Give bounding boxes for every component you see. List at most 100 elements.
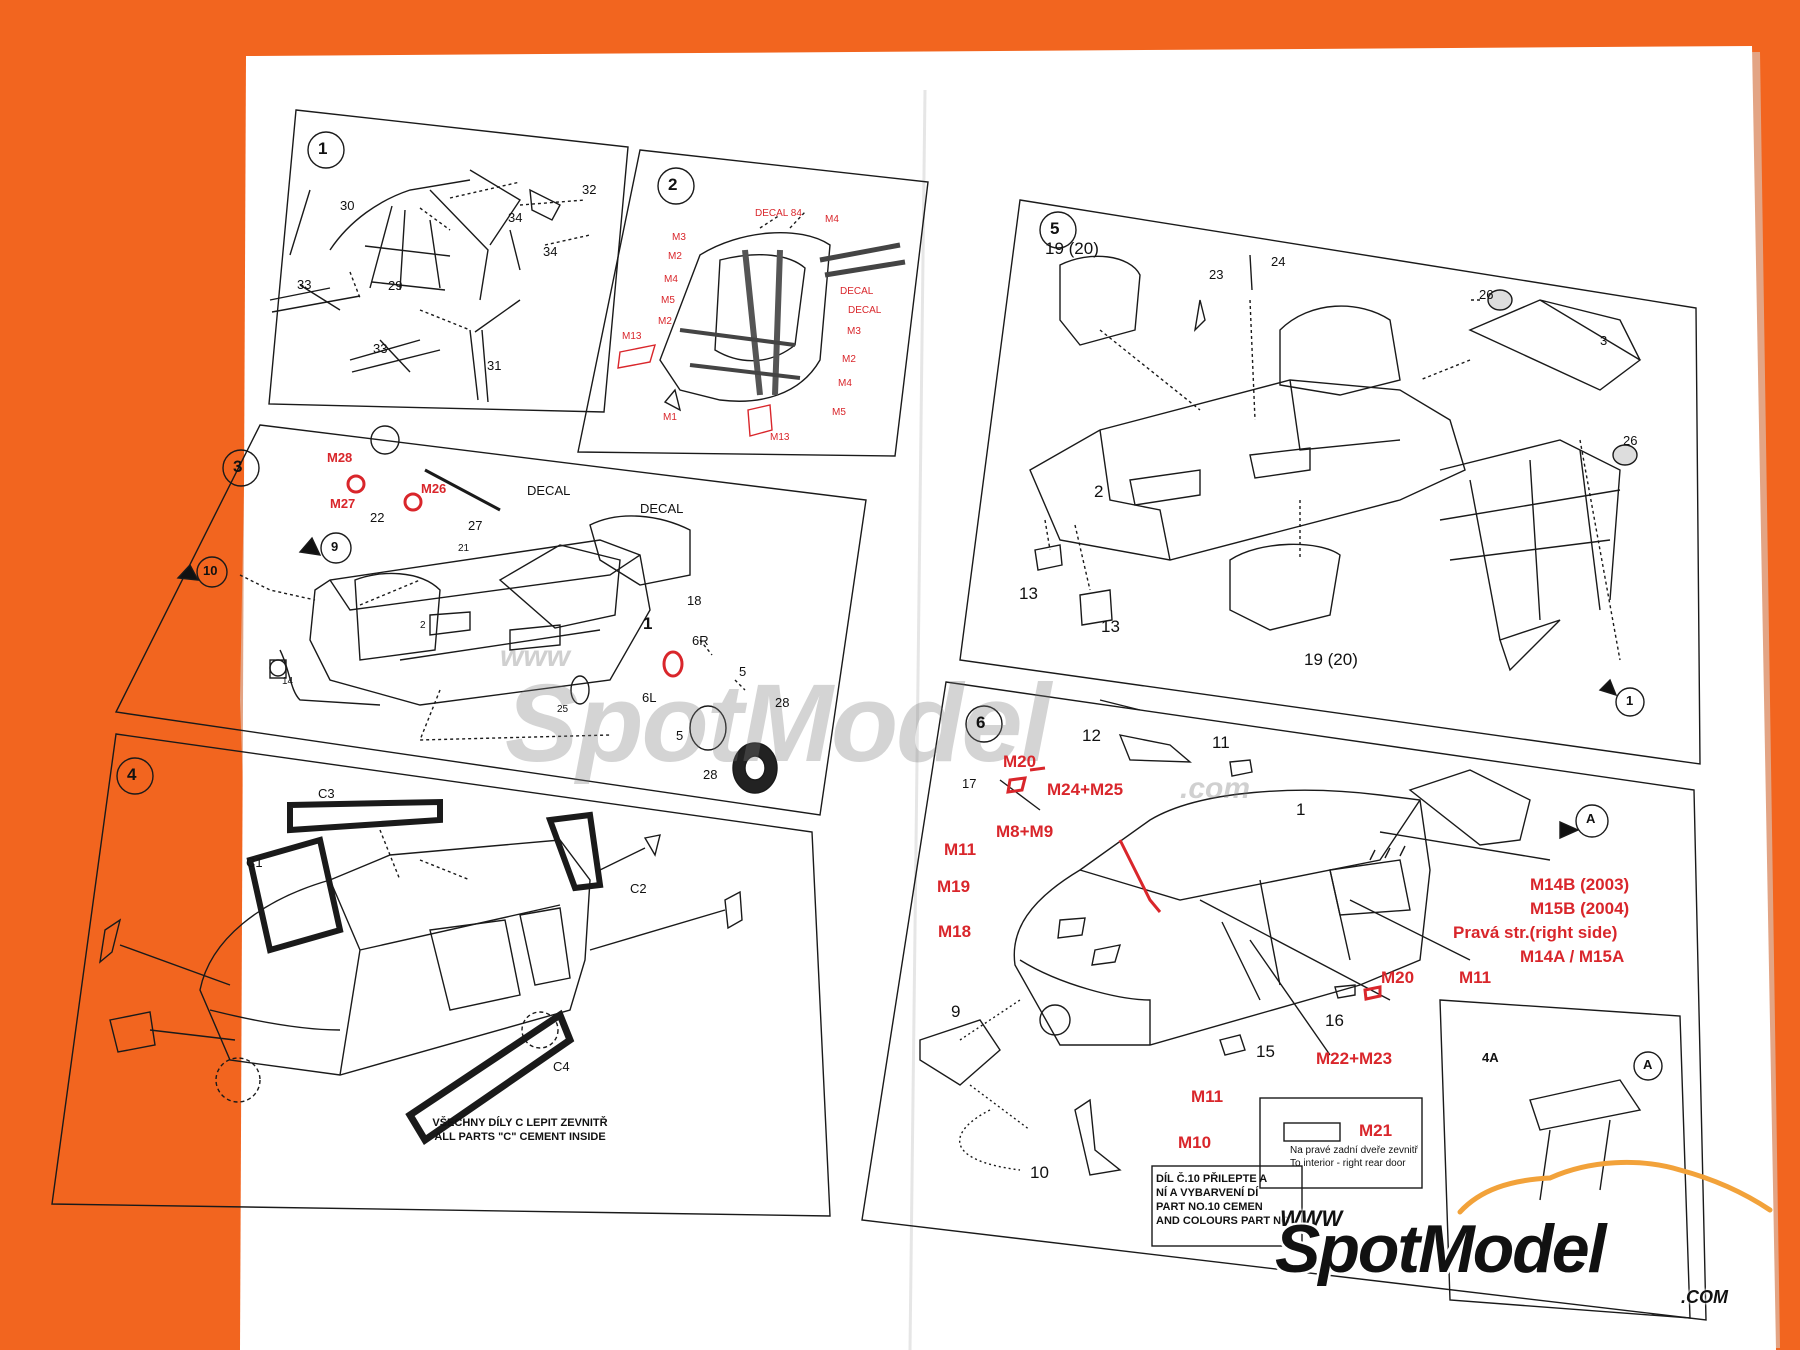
seat-m2-left: M2	[668, 251, 682, 262]
panel-3-frame	[114, 424, 867, 816]
part-33a-label: 33	[297, 277, 312, 292]
seat-m13-left: M13	[622, 331, 642, 342]
part-10-note-line-1: DÍL Č.10 PŘILEPTE A	[1156, 1173, 1268, 1185]
part-22-label: 22	[370, 510, 385, 525]
part-3-label: 3	[1600, 333, 1608, 348]
part-28b-label: 28	[703, 767, 718, 782]
step-6-circle	[965, 705, 1003, 743]
decal-label-a: DECAL	[527, 483, 571, 498]
decal-m10-label: M10	[1178, 1133, 1212, 1152]
part-16-label: 16	[1325, 1011, 1344, 1030]
logo-com: .COM	[1681, 1287, 1728, 1307]
decal-m14b-label: M14B (2003)	[1530, 875, 1630, 894]
panel-2-frame	[577, 149, 929, 457]
part-32-label: 32	[582, 182, 597, 197]
floor-pan-exploded-drawing	[1029, 254, 1642, 672]
glass-c2-label: C2	[630, 881, 647, 896]
part-21-label: 21	[458, 543, 470, 554]
decal-m8-m9-label: M8+M9	[996, 822, 1054, 841]
part-24-label: 24	[1271, 254, 1286, 269]
decal-m28-label: M28	[327, 450, 353, 465]
step-4-circle	[116, 757, 154, 795]
decal-m11b-label: M11	[1459, 968, 1492, 987]
body-shell-glazing-drawing	[99, 798, 743, 1145]
decal-a-label: DECAL	[840, 286, 874, 297]
cement-note-en: ALL PARTS "C" CEMENT INSIDE	[434, 1131, 606, 1143]
part-33b-label: 33	[373, 341, 388, 356]
part-27-label: 27	[468, 518, 483, 533]
part-2-label: 2	[420, 620, 426, 631]
part-10-note-line-4: AND COLOURS PART NO	[1156, 1215, 1290, 1227]
decal-m19-label: M19	[937, 877, 971, 896]
paper-sheet	[240, 46, 1776, 1350]
panel-1-frame	[268, 109, 629, 413]
part-23-label: 23	[1209, 267, 1224, 282]
seat-m4-left: M4	[664, 274, 678, 285]
ref-10-label: 10	[203, 563, 218, 578]
part-28a-label: 28	[775, 695, 790, 710]
part-34b-label: 34	[543, 244, 558, 259]
body-part-1-label: 1	[1296, 800, 1306, 819]
watermark-com: .com	[1180, 772, 1251, 805]
part-29-label: 29	[388, 278, 403, 293]
seat-m13-right: M13	[770, 432, 790, 443]
part-13b-label: 13	[1101, 617, 1120, 636]
body-shell-decals-drawing	[919, 699, 1663, 1247]
inset-4a-label: 4A	[1482, 1050, 1499, 1065]
seat-m5-right: M5	[832, 407, 846, 418]
inset-a-frame	[1439, 999, 1691, 1319]
small-decal-marks	[1006, 766, 1382, 1001]
seat-m2-right: M2	[842, 354, 856, 365]
part-14-label: 14	[282, 676, 294, 687]
seat-m4-right: M4	[838, 378, 852, 389]
part-5b-label: 5	[676, 728, 684, 743]
seat-m3-left: M3	[672, 232, 686, 243]
step-6-number: 6	[976, 713, 986, 732]
ref-9-label: 9	[331, 539, 339, 554]
part-9-label: 9	[951, 1002, 961, 1021]
paper-fold	[908, 89, 927, 1350]
part-15-label: 15	[1256, 1042, 1275, 1061]
part-10-label: 10	[1030, 1163, 1049, 1182]
decal-m11c-label: M11	[1191, 1087, 1224, 1106]
part-25-label: 25	[557, 704, 569, 715]
ref-1-circle	[1615, 687, 1645, 717]
inset-a-label: A	[1643, 1057, 1653, 1072]
m4-top-label: M4	[825, 214, 839, 225]
glass-c3-label: C3	[318, 786, 335, 801]
right-side-label: Pravá str.(right side)	[1453, 923, 1618, 942]
ref-a-label: A	[1586, 811, 1596, 826]
seat-m3-right: M3	[847, 326, 861, 337]
decal-b-label: DECAL	[848, 305, 882, 316]
decal-m27-mark	[346, 474, 366, 494]
step-5-number: 5	[1050, 219, 1060, 238]
decal-m15b-label: M15B (2004)	[1530, 899, 1630, 918]
step-5-circle	[1039, 211, 1077, 249]
part-1-label: 1	[643, 614, 653, 633]
decal-m24-m25-label: M24+M25	[1047, 780, 1124, 799]
decal-m21-label: M21	[1359, 1121, 1393, 1140]
part-13a-label: 13	[1019, 584, 1038, 603]
part-17-label: 17	[962, 776, 977, 791]
interior-tub-drawing	[239, 425, 778, 794]
m21-note-en: To interior - right rear door	[1290, 1158, 1406, 1169]
decal-m27-label: M27	[330, 496, 356, 511]
decal-m14a-m15a-label: M14A / M15A	[1520, 947, 1625, 966]
part-18-label: 18	[687, 593, 702, 608]
seat-m5-left: M5	[661, 295, 675, 306]
wheel-6r-label: 6R	[692, 633, 709, 648]
decal-label-b: DECAL	[640, 501, 684, 516]
ref-9-circle	[320, 532, 352, 564]
glass-c4-label: C4	[553, 1059, 570, 1074]
decal-6r-mark	[662, 650, 684, 678]
decal-m26-label: M26	[421, 481, 447, 496]
part-34a-label: 34	[508, 210, 523, 225]
seat-harness-drawing	[617, 211, 906, 437]
logo-car-silhouette-icon	[1457, 1159, 1773, 1215]
step-3-number: 3	[233, 457, 243, 476]
panel-6-frame	[861, 681, 1707, 1321]
part-11-label: 11	[1212, 733, 1230, 752]
step-2-number: 2	[668, 175, 678, 194]
part-31-label: 31	[487, 358, 502, 373]
